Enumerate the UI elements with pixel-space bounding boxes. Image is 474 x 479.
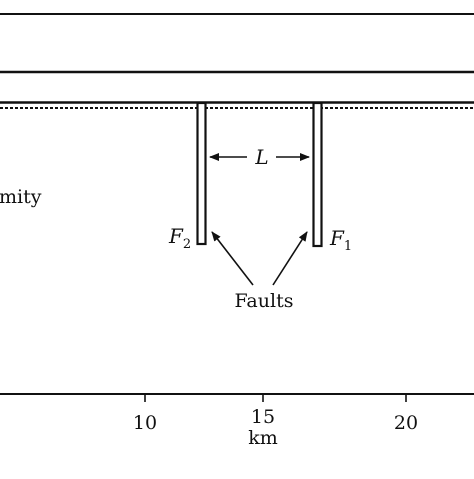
x-tick-label-20: 20 bbox=[394, 412, 418, 434]
x-tick-label-15: 15 bbox=[251, 406, 275, 428]
fault-f1-label: F1 bbox=[329, 226, 352, 254]
spacing-label: L bbox=[254, 145, 268, 169]
faults-label: Faults bbox=[235, 290, 294, 312]
unconformity-label: mity bbox=[0, 186, 42, 208]
x-tick-label-10: 10 bbox=[133, 412, 157, 434]
fault-f1-body bbox=[312, 101, 323, 248]
faults-arrow-left bbox=[211, 231, 254, 286]
fault-f2-label: F2 bbox=[168, 224, 191, 252]
faults-arrow-right bbox=[272, 231, 308, 286]
x-axis-title: km bbox=[248, 427, 278, 449]
fault-f2-body bbox=[196, 101, 207, 246]
